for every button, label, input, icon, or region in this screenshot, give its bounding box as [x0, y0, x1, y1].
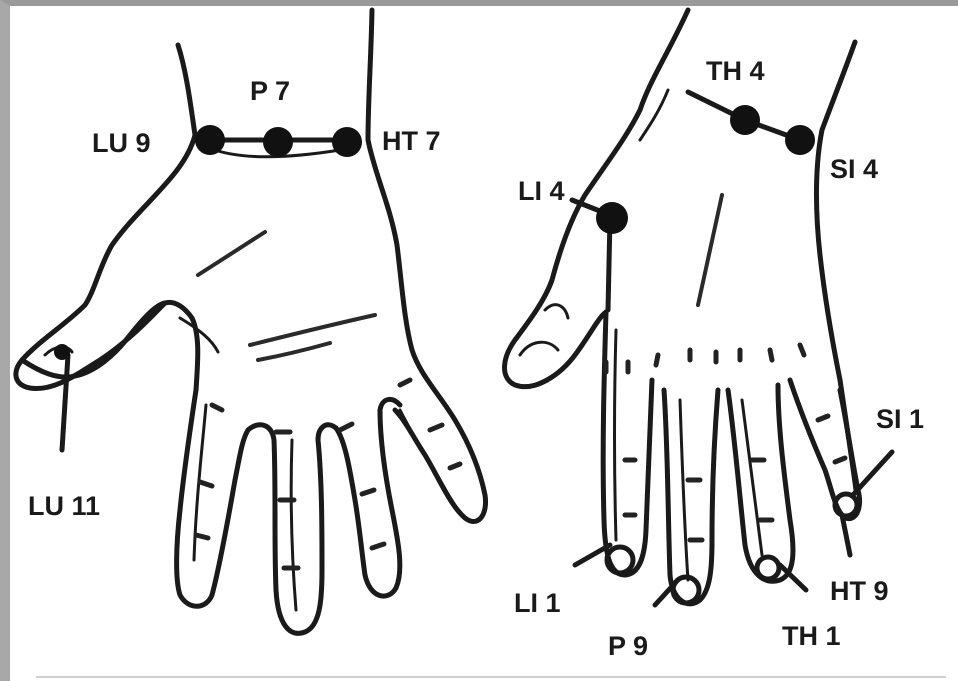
- palm-joint-mark: [212, 405, 222, 410]
- p7-point: [263, 127, 293, 157]
- dorsal-little-finger: [790, 380, 859, 519]
- th1-point: [757, 557, 779, 579]
- li4-point: [596, 202, 628, 234]
- palm-joint-mark: [362, 490, 374, 494]
- dorsal-middle-inner: [680, 400, 688, 580]
- palm-joint-mark: [340, 424, 352, 430]
- lu9-point: [195, 125, 225, 155]
- dorsal-forearm-ulnar-edge: [816, 42, 856, 490]
- label-p7: P 7: [250, 76, 290, 106]
- label-lu11: LU 11: [28, 491, 100, 521]
- dorsal-knuckle-mark: [800, 345, 804, 355]
- si1-pointer: [852, 452, 892, 496]
- palm-little-finger-inner: [400, 410, 462, 515]
- palm-joint-mark: [430, 425, 442, 430]
- dorsal-joint-mark: [818, 416, 828, 420]
- palm-joint-mark: [200, 482, 212, 486]
- dorsal-tendon-line: [698, 195, 722, 305]
- th4-point: [730, 105, 760, 135]
- palm-crease-upper: [198, 232, 265, 275]
- label-th1: TH 1: [782, 621, 841, 651]
- label-th4: TH 4: [706, 56, 765, 86]
- p9-point: [673, 577, 699, 603]
- label-li1: LI 1: [514, 588, 561, 618]
- label-ht9: HT 9: [830, 576, 889, 606]
- palm-joint-mark: [400, 380, 410, 385]
- palm-crease-middle-1: [250, 315, 375, 345]
- dorsal-index-inner: [615, 330, 617, 540]
- label-si4: SI 4: [830, 154, 878, 184]
- dorsal-middle-finger: [664, 390, 718, 604]
- label-li4: LI 4: [518, 176, 565, 206]
- label-lu9: LU 9: [92, 128, 151, 158]
- label-ht7: HT 7: [382, 126, 441, 156]
- dorsal-knuckle-mark: [770, 350, 772, 360]
- dorsal-hand: [504, 10, 892, 605]
- palm-crease-middle-2: [258, 343, 330, 360]
- palm-index-finger: [177, 390, 248, 606]
- palm-joint-mark: [450, 464, 460, 468]
- ht7-point: [332, 127, 362, 157]
- label-si1: SI 1: [876, 404, 924, 434]
- label-p9: P 9: [608, 631, 648, 661]
- lu11-pointer: [62, 355, 68, 450]
- dorsal-thumb-inner: [545, 305, 568, 318]
- dorsal-joint-mark: [835, 458, 845, 462]
- dorsal-thumb-nail: [520, 342, 558, 355]
- dorsal-knuckle-mark: [656, 355, 658, 365]
- palm-joint-mark: [196, 535, 208, 538]
- palm-joint-mark: [372, 544, 384, 548]
- lu11-point: [54, 344, 70, 360]
- palm-forearm-ulnar-edge: [368, 10, 486, 521]
- palm-forearm-radial-edge: [16, 45, 198, 390]
- dorsal-index-finger: [603, 312, 652, 575]
- si4-point: [785, 125, 815, 155]
- palm-ring-finger-inner: [291, 440, 296, 610]
